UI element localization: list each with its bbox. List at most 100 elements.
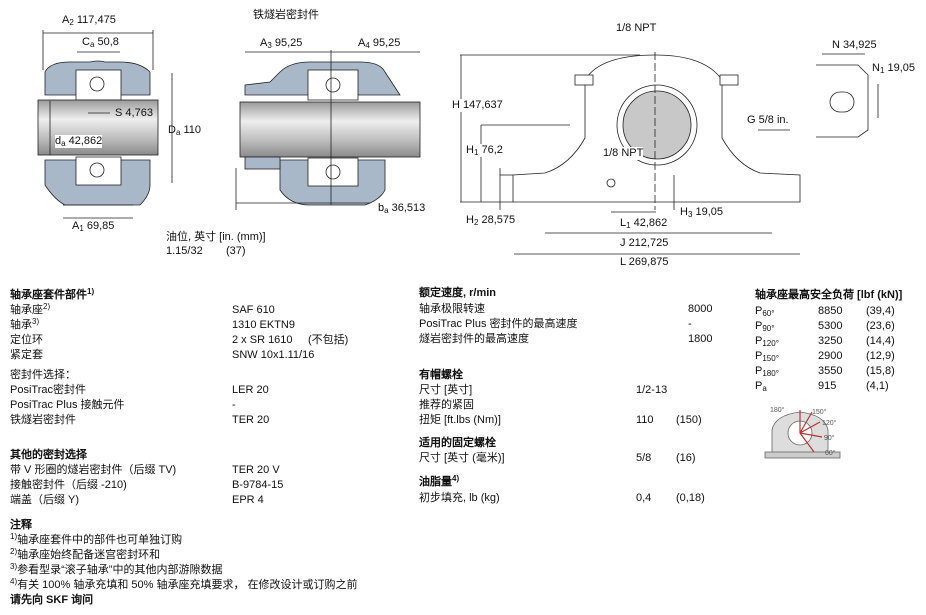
dim-L1: L1 42,862 — [620, 217, 668, 230]
loads-title: 轴承座最高安全负荷 [lbf (kN)] — [755, 289, 903, 301]
dim-H2: H2 28,575 — [466, 214, 516, 227]
load-metric: (15,8) — [866, 365, 895, 377]
kit-row: 定位环 — [10, 334, 43, 346]
cap-bolt-size-value: 1/2-13 — [636, 384, 668, 396]
kit-extra: (不包括) — [308, 334, 349, 346]
kit-value: SNW 10x1.11/16 — [232, 349, 315, 361]
speed-row: PosiTrac Plus 密封件的最高速度 — [419, 318, 578, 330]
kit-value: 2 x SR 1610 — [232, 334, 293, 346]
dim-A4: A4 95,25 — [358, 37, 401, 50]
dim-S: S 4,763 — [115, 107, 153, 119]
dim-Da: Da 110 — [168, 124, 202, 137]
speed-value: 8000 — [688, 303, 713, 315]
oil-level-in: 1.15/32 — [166, 245, 203, 257]
dim-H: H 147,637 — [452, 99, 503, 112]
kit-value: 1310 EKTN9 — [232, 319, 295, 331]
dim-L: L 269,875 — [620, 256, 669, 268]
dim-A3: A3 95,25 — [260, 37, 303, 50]
note-item: 1)轴承座套件中的部件也可单独订购 — [10, 532, 183, 547]
other-seal-value: B-9784-15 — [232, 479, 284, 491]
notes-footer: 请先向 SKF 询问 — [10, 594, 94, 606]
dim-G: G 5/8 in. — [747, 114, 789, 126]
dim-ba: ba 36,513 — [378, 202, 426, 215]
grease-value: 0,4 — [636, 492, 652, 504]
angle-label: 180° — [770, 406, 785, 414]
grease-label: 初步填充, lb (kg) — [419, 492, 500, 504]
section-view-left — [37, 30, 173, 219]
npt-top-label: 1/8 NPT — [616, 22, 657, 34]
other-seal-row: 带 V 形圈的燧岩密封件（后缀 TV) — [10, 464, 177, 476]
seal-row: 铁燧岩密封件 — [10, 414, 76, 426]
kit-row: 紧定套 — [10, 349, 43, 361]
kit-title: 轴承座套件部件1) — [10, 287, 95, 302]
cap-bolt-torque-label: 扭矩 [ft.lbs (Nm)] — [419, 414, 501, 426]
load-metric: (14,4) — [866, 335, 895, 347]
cap-bolt-torque-label: 推荐的紧固 — [419, 399, 474, 411]
load-metric: (12,9) — [866, 350, 895, 362]
angle-label: 90° — [824, 434, 835, 442]
other-seal-value: EPR 4 — [232, 494, 264, 506]
oil-level-label: 油位, 英寸 [in. (mm)] — [166, 231, 266, 243]
fix-bolt-size-value: 5/8 — [636, 452, 652, 464]
angle-label: 60° — [825, 449, 836, 457]
kit-value: SAF 610 — [232, 304, 275, 316]
load-symbol: P60° — [755, 305, 775, 318]
other-seals-title: 其他的密封选择 — [10, 449, 87, 461]
fix-bolts-title: 适用的固定螺栓 — [419, 437, 496, 449]
seal-select-title: 密封件选择： — [10, 369, 76, 381]
front-view — [460, 52, 801, 255]
load-metric: (39,4) — [866, 305, 895, 317]
npt-bottom-label: 1/8 NPT — [603, 147, 644, 160]
oil-level-mm: (37) — [226, 245, 246, 257]
seal-value: LER 20 — [232, 384, 269, 396]
dim-H1: H1 76,2 — [466, 144, 503, 157]
seal-value: TER 20 — [232, 414, 270, 426]
seal-row: PosiTrac Plus 接触元件 — [10, 399, 125, 411]
load-value: 3550 — [818, 365, 843, 377]
speed-title: 额定速度, r/min — [419, 287, 497, 299]
load-metric: (4,1) — [866, 380, 889, 392]
cap-bolt-torque-value: 110 — [636, 414, 654, 426]
dim-N: N 34,925 — [832, 39, 877, 51]
section-view-ferrite-seal — [235, 50, 421, 210]
technical-drawings — [37, 30, 879, 255]
load-metric: (23,6) — [866, 320, 895, 332]
notes-title: 注释 — [10, 519, 32, 531]
fix-bolt-size-label: 尺寸 [英寸 (毫米)] — [419, 452, 505, 464]
cap-bolts-title: 有帽螺栓 — [419, 369, 463, 381]
dim-J: J 212,725 — [620, 237, 669, 249]
dim-Ca: Ca 50,8 — [82, 36, 119, 49]
load-value: 915 — [818, 380, 837, 392]
load-symbol: P180° — [755, 365, 779, 378]
speed-value: - — [688, 318, 692, 330]
load-value: 8850 — [818, 305, 843, 317]
dim-A1: A1 69,85 — [72, 220, 115, 233]
load-value: 5300 — [818, 320, 843, 332]
angle-label: 120° — [822, 419, 837, 427]
detail-view-bolt-hole — [816, 53, 879, 138]
speed-value: 1800 — [688, 333, 713, 345]
load-symbol: Pa — [755, 380, 767, 393]
angle-label: 150° — [812, 408, 827, 416]
speed-row: 轴承极限转速 — [419, 303, 485, 315]
dim-H3: H3 19,05 — [680, 206, 723, 219]
cap-bolt-size-label: 尺寸 [英寸] — [419, 384, 473, 396]
fix-bolt-size-metric: (16) — [676, 452, 696, 464]
ferrite-seal-title: 铁燧岩密封件 — [253, 9, 319, 21]
load-symbol: P150° — [755, 350, 779, 363]
note-item: 4)有关 100% 轴承充填和 50% 轴承座充填要求， 在修改设计或订购之前 — [10, 577, 358, 592]
other-seal-value: TER 20 V — [232, 464, 280, 476]
grease-title: 油脂量4) — [419, 474, 460, 489]
other-seal-row: 接触密封件（后缀 -210) — [10, 479, 127, 491]
kit-row: 轴承座2) — [10, 302, 51, 317]
cap-bolt-torque-metric: (150) — [676, 414, 702, 426]
dim-A2: A2 117,475 — [62, 14, 116, 27]
speed-row: 燧岩密封件的最高速度 — [419, 333, 529, 345]
load-symbol: P120° — [755, 335, 779, 348]
other-seal-row: 端盖（后缀 Y) — [10, 494, 80, 506]
note-item: 2)轴承座始终配备迷宫密封环和 — [10, 547, 161, 562]
seal-row: PosiTrac密封件 — [10, 384, 86, 396]
load-value: 3250 — [818, 335, 843, 347]
note-item: 3)参看型录“滚子轴承”中的其他内部游隙数据 — [10, 562, 223, 577]
